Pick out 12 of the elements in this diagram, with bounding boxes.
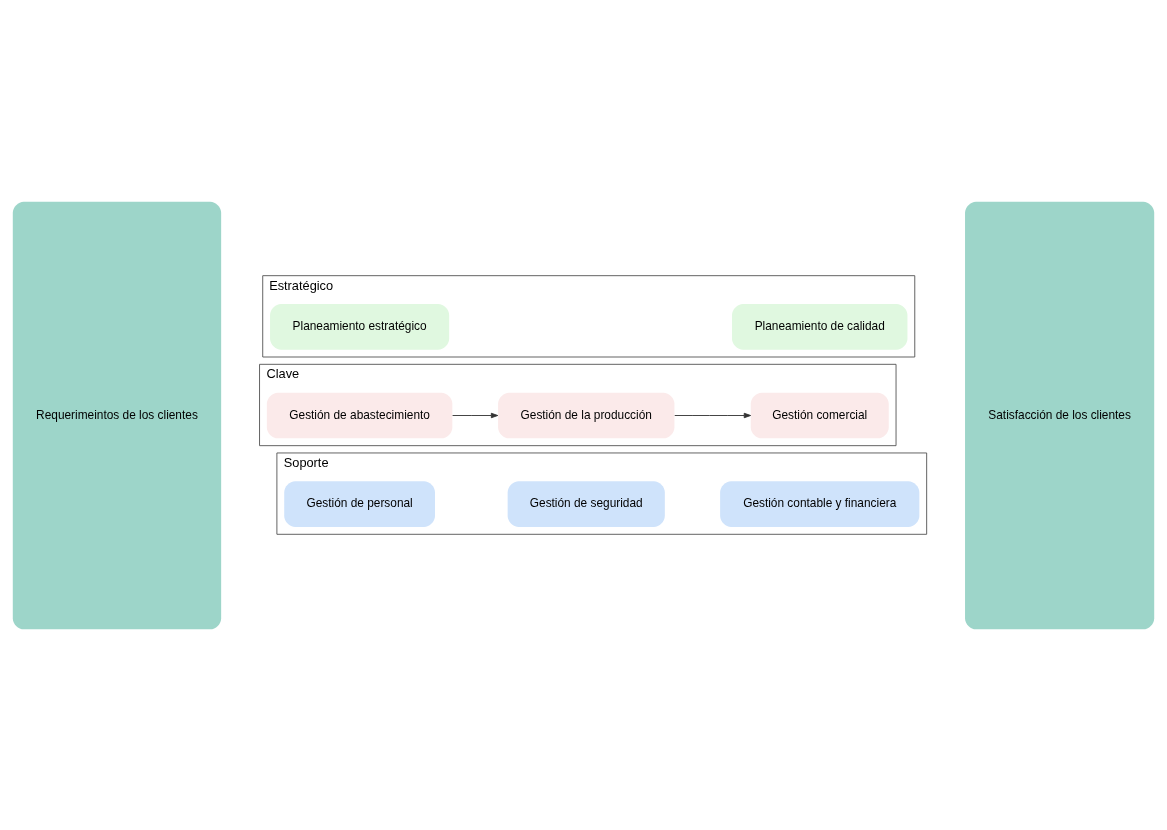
node-box: Gestión de la producción (498, 392, 675, 438)
node-box: Gestión contable y financiera (720, 480, 920, 527)
arrow (674, 412, 752, 418)
node-box: Planeamiento de calidad (732, 303, 908, 350)
arrow (452, 412, 499, 418)
node-box: Satisfacción de los clientes (965, 201, 1155, 629)
node-box: Gestión de seguridad (507, 480, 665, 527)
node-box: Gestión de personal (284, 480, 435, 527)
node-box: Gestión comercial (750, 392, 889, 438)
node-box: Planeamiento estratégico (270, 303, 450, 350)
node-box: Requerimeintos de los clientes (12, 201, 222, 629)
node-box: Gestión de abastecimiento (266, 392, 453, 438)
